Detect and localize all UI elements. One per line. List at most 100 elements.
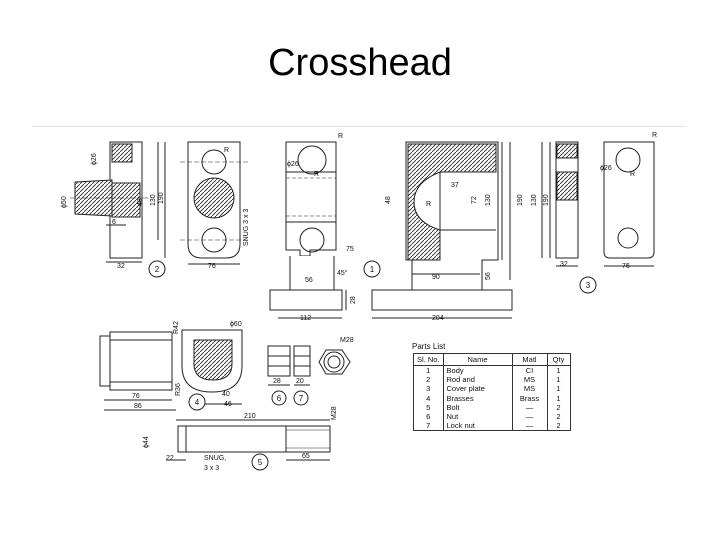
dim-text: 3 x 3: [204, 465, 219, 472]
dim-text: 32: [560, 261, 568, 268]
dim-text: 112: [300, 315, 311, 322]
dim-text: R: [426, 201, 431, 208]
part-nuts: [267, 345, 351, 386]
dim-text: ϕ26: [287, 161, 299, 168]
dim-text: SNUG,: [204, 455, 226, 462]
header-qty: Qty: [546, 353, 571, 366]
dim-text: 6: [112, 219, 116, 226]
dim-text: R: [314, 171, 319, 178]
callout-number: 4: [195, 398, 200, 407]
dim-text: 56: [305, 277, 313, 284]
callout-number: 1: [370, 265, 375, 274]
dim-text: 37: [451, 182, 459, 189]
dim-text: 75: [346, 246, 354, 253]
dim-text: R: [652, 132, 657, 139]
dim-text: 86: [134, 403, 142, 410]
dim-text: 48: [137, 198, 144, 206]
dim-text: 40: [222, 391, 230, 398]
dim-text: 65: [302, 453, 310, 460]
view-rod-end-front: [180, 141, 248, 265]
slide-title: Crosshead: [268, 42, 452, 84]
dim-text: 130: [531, 194, 538, 206]
callout-number: 7: [299, 394, 304, 403]
cell-name: Nut: [442, 412, 513, 422]
dim-text: 45°: [337, 269, 348, 277]
dim-text: M28: [340, 337, 354, 344]
callout-number: 5: [258, 458, 263, 467]
callout-circles: [148, 260, 597, 471]
header-name: Name: [442, 353, 513, 366]
cell-qty: 1: [546, 384, 571, 394]
cell-name: Lock nut: [442, 421, 513, 432]
cell-name: Cover plate: [442, 384, 513, 394]
dim-text: R36: [175, 383, 182, 396]
cell-qty: 1: [546, 375, 571, 385]
view-cover-front: [603, 141, 655, 267]
part-bolt: [166, 419, 331, 461]
dim-text: 190: [517, 194, 524, 206]
header-matl: Matl: [511, 353, 548, 366]
cell-qty: 1: [546, 393, 571, 403]
cell-no: 1: [413, 365, 444, 376]
callout-number: 3: [586, 281, 591, 290]
dim-text: 76: [132, 393, 140, 400]
cell-name: Brasses: [442, 393, 513, 403]
dim-text: 48: [385, 196, 392, 204]
cell-matl: CI: [511, 365, 548, 376]
dim-text: ϕ26: [91, 153, 98, 165]
dim-text: 56: [485, 272, 492, 280]
cell-matl: —: [511, 412, 548, 422]
cell-matl: Brass: [511, 393, 548, 403]
dim-text: ϕ26: [600, 165, 612, 172]
cell-qty: 2: [546, 421, 571, 432]
header-sl-no: Sl. No.: [413, 353, 444, 366]
dim-text: 210: [244, 413, 256, 420]
cell-qty: 2: [546, 412, 571, 422]
dim-text: 20: [296, 378, 304, 385]
cell-no: 4: [413, 393, 444, 403]
cell-qty: 2: [546, 402, 571, 413]
dim-text: ϕ60: [230, 321, 242, 328]
cell-no: 5: [413, 402, 444, 413]
view-body-section: [371, 141, 513, 319]
dim-text: 190: [543, 194, 550, 206]
cell-matl: —: [511, 402, 548, 413]
cell-no: 3: [413, 384, 444, 394]
parts-header-row: Sl. No. Name Matl Qty: [413, 353, 571, 366]
title-divider: [32, 126, 686, 127]
cell-no: 6: [413, 412, 444, 422]
cell-matl: MS: [511, 375, 548, 385]
dim-text: 76: [208, 263, 216, 270]
dim-text: 32: [117, 263, 125, 270]
dim-text: ϕ50: [61, 196, 68, 208]
part-brasses: [99, 329, 243, 411]
cell-name: Rod and: [442, 375, 513, 385]
dim-text: R: [338, 133, 343, 140]
dim-text: ϕ44: [143, 436, 150, 448]
dim-text: 90: [432, 274, 440, 281]
cell-no: 2: [413, 375, 444, 385]
dim-text: 204: [432, 315, 444, 322]
dim-text: 28: [350, 296, 357, 304]
dim-text: 72: [471, 196, 478, 204]
cell-matl: MS: [511, 384, 548, 394]
cell-name: Bolt: [442, 402, 513, 413]
dim-text: 190: [158, 192, 165, 204]
callout-number: 6: [277, 394, 282, 403]
view-rod-end-section: [70, 141, 166, 263]
parts-list-title: Parts List: [412, 342, 446, 351]
dim-text: R42: [173, 321, 180, 334]
dim-text: 76: [622, 263, 630, 270]
dim-text: 28: [273, 378, 281, 385]
view-cover-side: [541, 141, 579, 267]
dim-text: 46: [224, 401, 232, 408]
dim-text: R: [224, 147, 229, 154]
